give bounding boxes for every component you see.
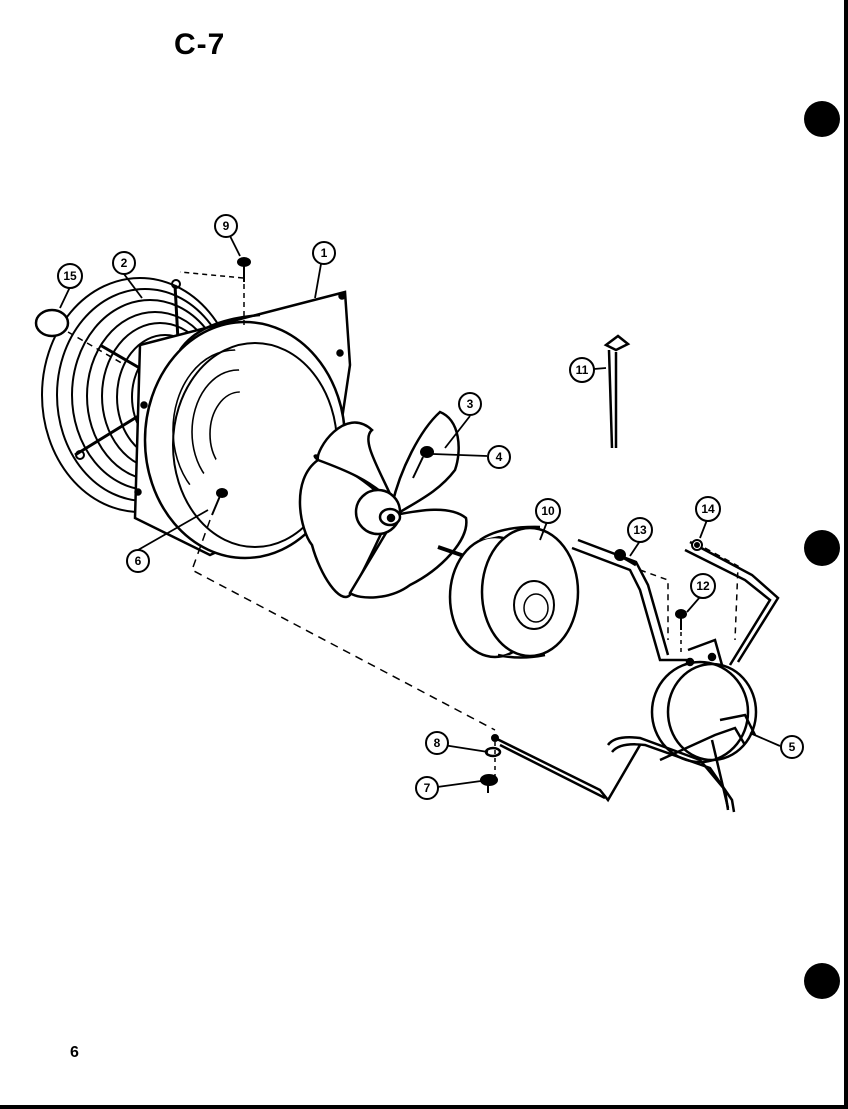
wire-tie [603, 334, 631, 449]
page-title: C-7 [174, 28, 226, 61]
callout-2: 2 [112, 251, 136, 275]
screw-6 [191, 488, 496, 731]
setscrew-4 [412, 446, 434, 479]
callout-11: 11 [569, 357, 595, 383]
svg-text:11: 11 [576, 363, 589, 377]
svg-text:1: 1 [321, 246, 328, 260]
callout-15: 15 [57, 263, 83, 289]
callout-4: 4 [487, 445, 511, 469]
fasteners-7-8 [480, 734, 502, 793]
svg-text:13: 13 [633, 523, 647, 537]
svg-text:3: 3 [467, 397, 474, 411]
svg-text:6: 6 [135, 554, 142, 568]
fan-blade [298, 410, 468, 599]
binder-hole-middle [804, 530, 840, 566]
callout-8: 8 [425, 731, 449, 755]
callout-10: 10 [535, 498, 561, 524]
callout-13: 13 [627, 517, 653, 543]
svg-text:10: 10 [541, 504, 555, 518]
fasteners-12-13-14 [614, 539, 739, 652]
callout-7: 7 [415, 776, 439, 800]
guard-clip-part [34, 308, 70, 338]
callout-9: 9 [214, 214, 238, 238]
fan-shroud [133, 290, 352, 560]
callout-1: 1 [312, 241, 336, 265]
callout-3: 3 [458, 392, 482, 416]
svg-text:15: 15 [63, 269, 77, 283]
binder-hole-top [804, 101, 840, 137]
svg-text:14: 14 [701, 502, 715, 516]
motor-mount-bracket [494, 538, 780, 813]
svg-text:12: 12 [696, 579, 710, 593]
svg-text:9: 9 [223, 219, 230, 233]
binder-hole-bottom [804, 963, 840, 999]
page-number: 6 [70, 1044, 79, 1061]
svg-text:4: 4 [496, 450, 503, 464]
svg-text:5: 5 [789, 740, 796, 754]
callout-12: 12 [690, 573, 716, 599]
screw-9 [179, 257, 251, 325]
svg-text:7: 7 [424, 781, 431, 795]
callout-5: 5 [780, 735, 804, 759]
fan-motor [437, 525, 580, 659]
callout-14: 14 [695, 496, 721, 522]
svg-text:8: 8 [434, 736, 441, 750]
svg-text:2: 2 [121, 256, 128, 270]
callout-6: 6 [126, 549, 150, 573]
